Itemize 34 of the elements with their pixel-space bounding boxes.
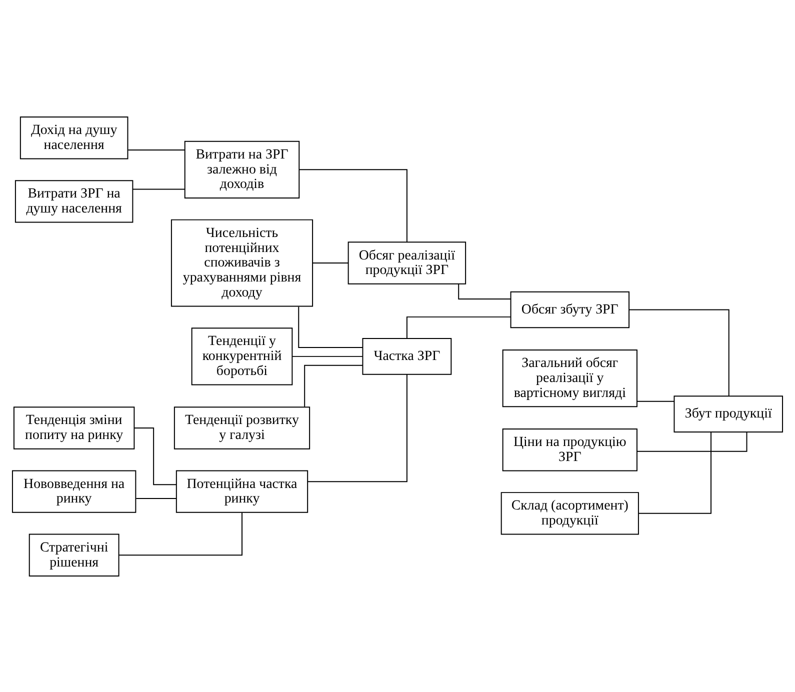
connector (636, 431, 748, 452)
connector (312, 262, 349, 264)
node-box: Витрати ЗРГ на душу населення (14, 180, 134, 222)
node-box: Тенденція зміни попиту на ринку (13, 406, 135, 449)
node-box: Ціни на продукцію ЗРГ (502, 428, 638, 471)
connector (128, 149, 186, 150)
node-box: Збут продукції (674, 395, 784, 432)
node-box: Тенденції розвитку у галузі (174, 406, 310, 449)
connector (298, 168, 408, 242)
connector (298, 306, 364, 348)
node-box: Нововведення на ринку (12, 470, 136, 512)
connector (118, 512, 242, 556)
node-box: Склад (асортимент) продукції (500, 492, 639, 534)
node-box: Чисельність потенційних споживачів з урахуваннями рівня доходу (170, 218, 314, 306)
node-box: Дохід на душу населення (20, 116, 128, 159)
node-box: Частка ЗРГ (362, 338, 452, 374)
connector (292, 355, 363, 356)
node-box: Загальний обсяг реалізації у вартісному вигляді (502, 348, 638, 407)
connector (458, 283, 512, 300)
node-box: Обсяг збуту ЗРГ (510, 290, 630, 328)
node-box: Стратегічні рішення (28, 533, 120, 576)
connector (132, 188, 186, 190)
node-box: Витрати на ЗРГ залежно від доходів (184, 140, 300, 198)
connector (636, 400, 675, 402)
connector (136, 498, 177, 499)
node-box: Тенденції у конкурентній боротьбі (191, 327, 293, 385)
node-box: Обсяг реалізації продукції ЗРГ (348, 241, 466, 284)
connector (304, 364, 364, 407)
connector (638, 431, 712, 514)
connector (628, 308, 730, 396)
connector (307, 373, 408, 482)
connector (134, 426, 177, 485)
node-box: Потенційна частка ринку (176, 470, 308, 512)
connector (406, 316, 512, 339)
